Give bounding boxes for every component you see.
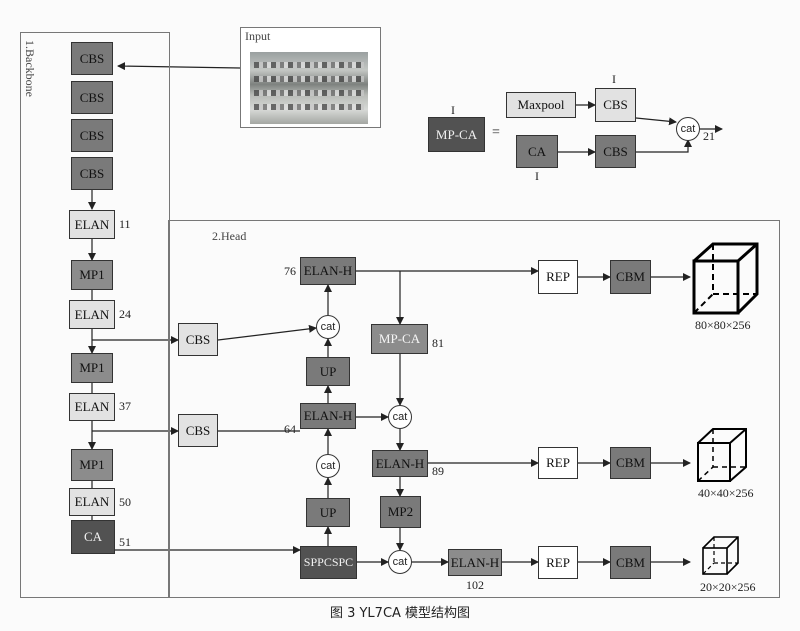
elan-h-89: ELAN-H: [372, 450, 428, 477]
elan-h-64-index: 64: [284, 422, 296, 436]
backbone-elan-50-index: 50: [119, 495, 131, 509]
elan-h-89-index: 89: [432, 464, 444, 478]
rep-1: REP: [538, 260, 578, 294]
ca-bottom-mark: I: [535, 169, 539, 183]
elan-h-102-index: 102: [466, 578, 484, 592]
elan-h-76: ELAN-H: [300, 257, 356, 285]
backbone-cbs-1: CBS: [71, 42, 113, 75]
figure-caption: 图 3 YL7CA 模型结构图: [329, 606, 471, 621]
mpca-head-block: MP-CA: [371, 324, 428, 354]
mp2-block: MP2: [380, 496, 421, 528]
head-title: 2.Head: [212, 229, 247, 243]
maxpool-block: Maxpool: [506, 92, 576, 118]
mpca-81-index: 81: [432, 336, 444, 350]
output-40-label: 40×40×256: [698, 486, 754, 500]
input-title: Input: [245, 29, 271, 43]
mpca-cat-index: 21: [703, 129, 715, 143]
cat-mid: cat: [316, 454, 340, 478]
sppcspc-block: SPPCSPC: [300, 546, 357, 579]
cat-top: cat: [316, 315, 340, 339]
rep-3: REP: [538, 546, 578, 579]
backbone-mp1-1: MP1: [71, 260, 113, 290]
backbone-elan-11-index: 11: [119, 217, 131, 231]
equals-sign: =: [492, 125, 500, 140]
cube-80x80-icon: [692, 242, 759, 315]
arrow-cbs-to-cat-top: [217, 324, 317, 341]
cat-right-2: cat: [388, 550, 412, 574]
backbone-mp1-3: MP1: [71, 449, 113, 481]
elan-h-102: ELAN-H: [448, 549, 502, 576]
input-image: [250, 52, 368, 124]
cbs-top-mark: I: [612, 72, 616, 86]
backbone-cbs-3: CBS: [71, 119, 113, 152]
head-cbs-a: CBS: [178, 323, 218, 356]
output-20-label: 20×20×256: [700, 580, 756, 594]
backbone-elan-24-index: 24: [119, 307, 131, 321]
elan-h-76-index: 76: [284, 264, 296, 278]
backbone-mp1-2: MP1: [71, 353, 113, 383]
up-top: UP: [306, 357, 350, 386]
mpca-cbs-bottom: CBS: [595, 135, 636, 168]
arrow-cbs-bottom-to-cat: [636, 139, 692, 153]
backbone-ca-51: CA: [71, 520, 115, 554]
cat-right-1: cat: [388, 405, 412, 429]
backbone-ca-51-index: 51: [119, 535, 131, 549]
backbone-elan-50: ELAN: [69, 488, 115, 516]
up-bottom: UP: [306, 498, 350, 527]
backbone-elan-37-index: 37: [119, 399, 131, 413]
backbone-cbs-2: CBS: [71, 81, 113, 114]
arrow-input-to-backbone: [117, 62, 241, 71]
head-frame: [168, 220, 780, 598]
backbone-elan-24: ELAN: [69, 300, 115, 329]
head-cbs-b: CBS: [178, 414, 218, 447]
mpca-mark: I: [451, 103, 455, 117]
cube-40x40-icon: [697, 428, 747, 482]
rep-2: REP: [538, 447, 578, 479]
mpca-ca-block: CA: [516, 135, 558, 168]
elan-h-64: ELAN-H: [300, 403, 356, 429]
mpca-definition-block: MP-CA: [428, 117, 485, 152]
cube-20x20-icon: [702, 536, 739, 575]
output-80-label: 80×80×256: [695, 318, 751, 332]
backbone-frame: [20, 32, 170, 598]
backbone-elan-37: ELAN: [69, 393, 115, 421]
cbm-2: CBM: [610, 447, 651, 479]
backbone-elan-11: ELAN: [69, 210, 115, 239]
backbone-title: 1.Backbone: [23, 40, 37, 97]
cbm-3: CBM: [610, 546, 651, 579]
mpca-cbs-top: CBS: [595, 88, 636, 122]
backbone-cbs-4: CBS: [71, 157, 113, 190]
cbm-1: CBM: [610, 260, 651, 294]
arrow-cbs-top-to-cat: [635, 117, 677, 126]
mpca-cat: cat: [676, 117, 700, 141]
